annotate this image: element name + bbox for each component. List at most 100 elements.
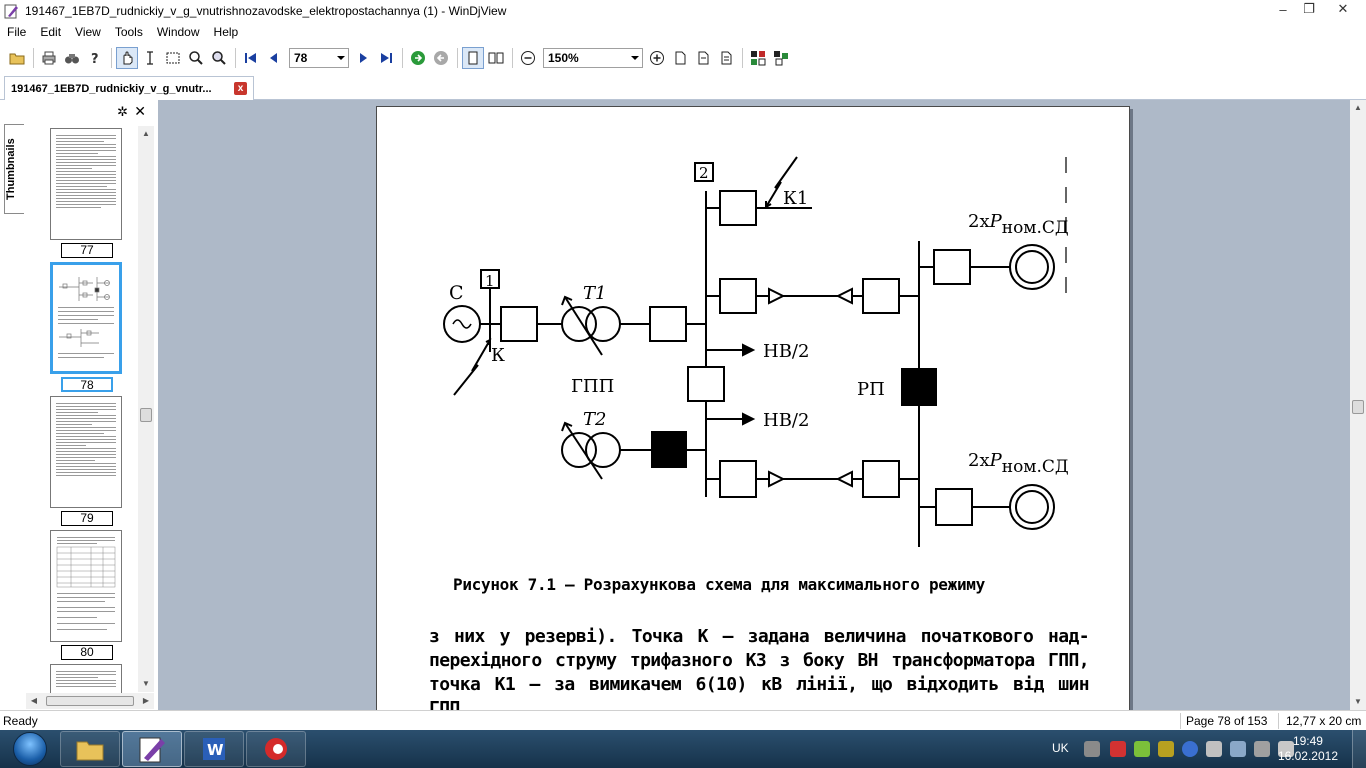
document-tab[interactable]: 191467_1EB7D_rudnickiy_v_g_vnutr... x xyxy=(4,76,254,100)
document-viewer[interactable]: 1 2 С T1 T2 К К1 НВ/2 НВ/2 ГПП РП 2хPном… xyxy=(158,100,1350,710)
clock-date: 16.02.2012 xyxy=(1277,749,1338,763)
print-icon[interactable] xyxy=(38,47,60,69)
document-page: 1 2 С T1 T2 К К1 НВ/2 НВ/2 ГПП РП 2хPном… xyxy=(376,106,1130,710)
help-question-icon[interactable]: ? xyxy=(84,47,106,69)
prev-page-icon[interactable] xyxy=(263,47,285,69)
system-tray: UK 19:49 16.02.2012 xyxy=(1026,730,1366,768)
thumbnail-79[interactable]: 79 xyxy=(50,396,124,526)
clock[interactable]: 19:49 16.02.2012 xyxy=(1278,734,1338,764)
text-select-icon[interactable] xyxy=(139,47,161,69)
thumbnails-tab[interactable] xyxy=(4,124,24,214)
scroll-right-icon[interactable]: ▶ xyxy=(142,696,150,705)
nv-lower-label: НВ/2 xyxy=(763,410,809,431)
language-indicator[interactable]: UK xyxy=(1052,741,1069,755)
maximize-button[interactable]: ❐ xyxy=(1303,1,1315,16)
network-icon[interactable] xyxy=(1230,741,1246,757)
zoom-rect-icon[interactable] xyxy=(208,47,230,69)
show-desktop-button[interactable] xyxy=(1352,730,1366,768)
zoom-value: 150% xyxy=(548,51,579,65)
zoom-in-icon[interactable] xyxy=(646,47,668,69)
horizontal-scroll-thumb[interactable] xyxy=(46,696,134,706)
scroll-down-icon[interactable]: ▼ xyxy=(1354,697,1362,706)
power-icon[interactable] xyxy=(1254,741,1270,757)
document-scrollbar[interactable]: ▲ ▼ xyxy=(1350,100,1366,710)
fit-width-icon[interactable] xyxy=(692,47,714,69)
t2-label: T2 xyxy=(583,409,606,430)
thumbnails-horizontal-scrollbar[interactable]: ◀ ▶ xyxy=(26,693,154,709)
pdf-tray-icon[interactable] xyxy=(1110,741,1126,757)
scroll-thumb[interactable] xyxy=(1352,400,1364,414)
close-panel-icon[interactable]: ✕ xyxy=(134,103,146,119)
rect-select-icon[interactable] xyxy=(162,47,184,69)
gear-icon[interactable]: ✲ xyxy=(117,104,128,119)
thumbnail-page-image xyxy=(50,664,122,698)
title-bar: 191467_1EB7D_rudnickiy_v_g_vnutrishnozav… xyxy=(0,0,1366,22)
scroll-left-icon[interactable]: ◀ xyxy=(30,696,38,705)
chevron-down-icon xyxy=(631,56,639,60)
taskbar-windjview-button[interactable] xyxy=(122,731,182,767)
menu-file[interactable]: File xyxy=(7,25,27,39)
open-folder-icon[interactable] xyxy=(6,47,28,69)
thumbnails-scrollbar[interactable]: ▲ ▼ xyxy=(138,126,154,692)
find-binoculars-icon[interactable] xyxy=(61,47,83,69)
page-number-combo[interactable]: 78 xyxy=(289,48,349,68)
go-forward-icon[interactable] xyxy=(407,47,429,69)
menu-view[interactable]: View xyxy=(75,25,101,39)
zoom-magnifier-icon[interactable] xyxy=(185,47,207,69)
k-point-label: К xyxy=(491,345,505,366)
minimize-button[interactable]: – xyxy=(1279,1,1287,17)
close-tab-icon[interactable]: x xyxy=(234,82,247,95)
zoom-out-icon[interactable] xyxy=(517,47,539,69)
taskbar-explorer-button[interactable] xyxy=(60,731,120,767)
thumbnail-page-image xyxy=(50,262,122,374)
go-back-icon[interactable] xyxy=(430,47,452,69)
fit-page-icon[interactable] xyxy=(669,47,691,69)
figure-caption: Рисунок 7.1 – Розрахункова схема для мак… xyxy=(453,575,985,594)
start-button[interactable] xyxy=(4,730,56,768)
display-mode-bw-icon[interactable] xyxy=(770,47,792,69)
monitor-tray-icon[interactable] xyxy=(1158,741,1174,757)
volume-icon[interactable] xyxy=(1278,741,1294,757)
thumbnail-78[interactable]: 78 xyxy=(50,262,124,392)
svg-text:W: W xyxy=(207,741,224,759)
document-tab-strip: 191467_1EB7D_rudnickiy_v_g_vnutr... x xyxy=(0,74,1366,100)
close-window-button[interactable]: ✕ xyxy=(1337,1,1349,16)
thumbnails-panel: ✲ ✕ 77 xyxy=(26,100,154,710)
toolbar: ? 78 150% xyxy=(0,43,1366,73)
actual-size-icon[interactable] xyxy=(715,47,737,69)
scroll-down-icon[interactable]: ▼ xyxy=(142,679,150,688)
sidebar-vertical-tabs: Thumbnails xyxy=(2,104,26,704)
status-ready: Ready xyxy=(3,714,38,728)
next-page-icon[interactable] xyxy=(352,47,374,69)
taskbar-word-button[interactable]: W xyxy=(184,731,244,767)
download-tray-icon[interactable] xyxy=(1134,741,1150,757)
taskbar-app-button[interactable] xyxy=(246,731,306,767)
two-page-icon[interactable] xyxy=(485,47,507,69)
keyboard-icon[interactable] xyxy=(1084,741,1100,757)
source-label: С xyxy=(449,282,464,304)
zoom-combo[interactable]: 150% xyxy=(543,48,643,68)
menu-help[interactable]: Help xyxy=(213,25,239,39)
single-page-icon[interactable] xyxy=(462,47,484,69)
thumbnails-tab-label: Thumbnails xyxy=(5,138,17,200)
menu-window[interactable]: Window xyxy=(156,25,200,39)
word-icon: W xyxy=(203,738,225,760)
thumbnail-77[interactable]: 77 xyxy=(50,128,124,258)
thumbnail-81[interactable] xyxy=(50,664,124,698)
bluetooth-icon[interactable] xyxy=(1182,741,1198,757)
folder-icon xyxy=(76,741,104,761)
display-mode-color-icon[interactable] xyxy=(747,47,769,69)
thumbnail-80[interactable]: 80 xyxy=(50,530,124,660)
scroll-up-icon[interactable]: ▲ xyxy=(1354,103,1362,112)
flag-icon[interactable] xyxy=(1206,741,1222,757)
hand-tool-icon[interactable] xyxy=(116,47,138,69)
status-page-info: Page 78 of 153 xyxy=(1186,714,1268,728)
first-page-icon[interactable] xyxy=(240,47,262,69)
scroll-thumb[interactable] xyxy=(140,408,152,422)
thumbnail-page-image xyxy=(50,396,122,508)
last-page-icon[interactable] xyxy=(375,47,397,69)
k1-point-label: К1 xyxy=(783,188,808,209)
menu-edit[interactable]: Edit xyxy=(40,25,62,39)
menu-tools[interactable]: Tools xyxy=(114,25,143,39)
scroll-up-icon[interactable]: ▲ xyxy=(142,129,150,138)
